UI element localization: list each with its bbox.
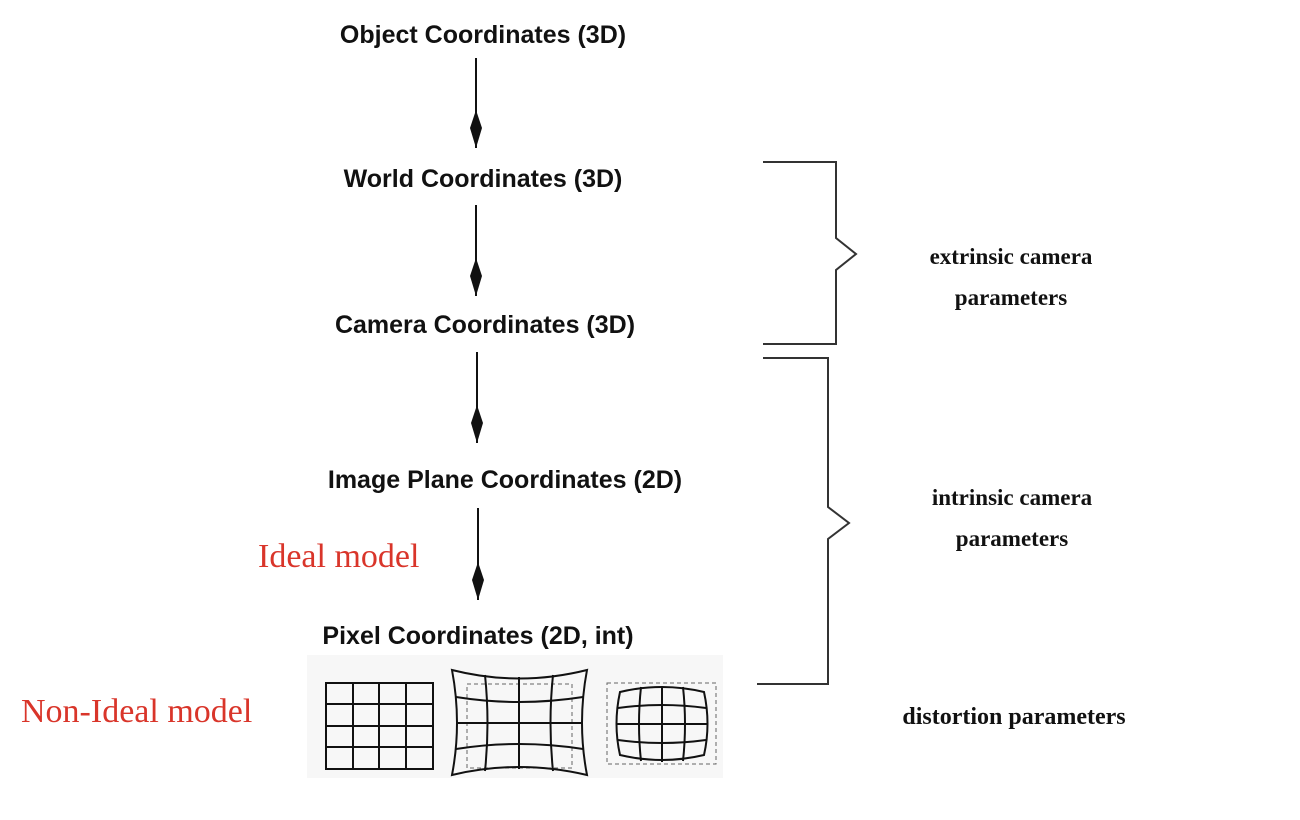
distortion-parameters-label: distortion parameters — [902, 704, 1126, 730]
extrinsic-bracket — [763, 161, 858, 345]
arrow-camera-to-image-plane — [471, 352, 483, 443]
arrow-image-plane-to-pixel — [472, 508, 484, 600]
intrinsic-label-line2: parameters — [955, 526, 1069, 551]
arrow-object-to-world — [470, 58, 482, 148]
intrinsic-parameters-label: intrinsic camera parameters — [932, 477, 1092, 559]
extrinsic-parameters-label: extrinsic camera parameters — [930, 236, 1093, 318]
extrinsic-label-line2: parameters — [954, 285, 1068, 310]
ideal-model-label: Ideal model — [258, 538, 420, 575]
node-image-plane-coordinates: Image Plane Coordinates (2D) — [327, 466, 683, 494]
non-ideal-model-label: Non-Ideal model — [21, 693, 253, 730]
barrel-distortion-grid-icon — [606, 682, 717, 765]
intrinsic-bracket — [757, 357, 851, 685]
node-object-coordinates: Object Coordinates (3D) — [339, 21, 627, 49]
extrinsic-label-line1: extrinsic camera — [929, 244, 1093, 269]
node-camera-coordinates: Camera Coordinates (3D) — [334, 311, 636, 339]
intrinsic-label-line1: intrinsic camera — [931, 485, 1093, 510]
node-pixel-coordinates: Pixel Coordinates (2D, int) — [322, 622, 634, 650]
distortion-examples-panel — [307, 655, 723, 778]
pincushion-distortion-grid-icon — [450, 668, 589, 777]
arrow-world-to-camera — [470, 205, 482, 296]
node-world-coordinates: World Coordinates (3D) — [343, 165, 623, 193]
no-distortion-grid-icon — [325, 682, 434, 770]
